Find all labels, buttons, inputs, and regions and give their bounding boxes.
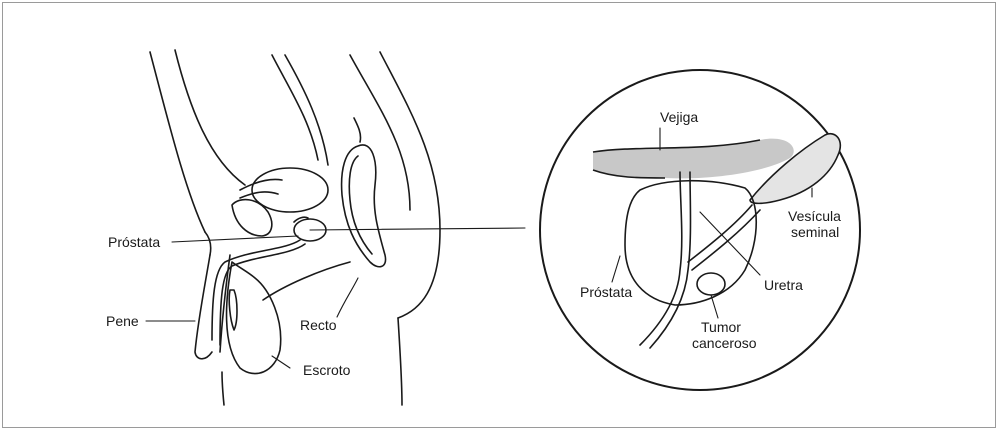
label-recto: Recto [300, 317, 337, 333]
label-pene: Pene [106, 313, 139, 329]
leader-prostata-right [612, 256, 620, 282]
label-prostata-right: Próstata [580, 284, 632, 300]
label-uretra: Uretra [764, 277, 803, 293]
label-escroto: Escroto [303, 362, 350, 378]
bladder-left [252, 168, 328, 212]
label-prostata-left: Próstata [108, 234, 160, 250]
label-vejiga: Vejiga [660, 109, 698, 125]
rectum-inner [349, 156, 372, 254]
leader-recto [337, 278, 358, 317]
urethra-right [640, 172, 682, 345]
pubic-line-2 [240, 192, 278, 198]
label-vesicula-2: seminal [791, 224, 839, 240]
leader-tumor [711, 295, 718, 318]
tumor [697, 273, 725, 295]
label-tumor-1: Tumor [701, 319, 741, 335]
ureter-duct-inner [285, 55, 328, 165]
pubic-bone [232, 200, 272, 236]
pubic-line [240, 179, 282, 190]
rectum-outer [342, 145, 386, 267]
rectum-top [354, 118, 361, 142]
label-vesicula-1: Vesícula [788, 208, 841, 224]
bladder-right [593, 139, 794, 179]
urethra-right-inner [650, 172, 691, 348]
magnify-connector [310, 228, 525, 230]
leader-prostata-left [172, 236, 298, 242]
testis [229, 290, 237, 330]
label-tumor-2: canceroso [692, 335, 757, 351]
leader-uretra [700, 212, 760, 275]
